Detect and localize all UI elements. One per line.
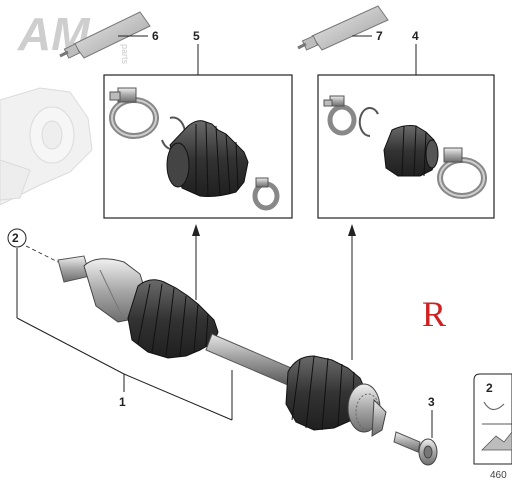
drive-shaft-assembly-1 xyxy=(57,255,387,437)
grease-tube-6 xyxy=(59,11,151,59)
callout-6: 6 xyxy=(152,29,159,43)
watermark-logo: AM parts xyxy=(17,8,130,65)
repair-kit-4-parts xyxy=(323,95,487,199)
callout-7: 7 xyxy=(376,29,383,43)
callout-2: 2 xyxy=(12,231,19,245)
legend-number: 2 xyxy=(486,381,493,395)
pointer-arrow-to-box-5 xyxy=(192,224,200,300)
callout-3: 3 xyxy=(428,395,435,409)
repair-kit-box-5 xyxy=(103,74,293,219)
transmission-housing-ghost xyxy=(0,87,93,206)
callout-1-bracket xyxy=(16,317,233,421)
legend-box: 2 xyxy=(473,373,512,465)
callout-2-badge: 2 xyxy=(7,228,27,248)
repair-kit-5-parts xyxy=(109,87,280,211)
leader-line-2-dashed xyxy=(25,245,59,263)
side-marker-r: R xyxy=(422,294,446,334)
callout-1: 1 xyxy=(119,395,126,409)
repair-kit-box-4 xyxy=(317,74,495,219)
callout-5: 5 xyxy=(193,29,200,43)
collar-bolt-3 xyxy=(393,431,438,466)
watermark-logo-subtext: parts xyxy=(120,44,130,65)
callout-4: 4 xyxy=(412,29,419,43)
pointer-arrow-to-box-4 xyxy=(348,224,356,360)
grease-tube-7 xyxy=(297,5,389,51)
diagram-code: 460 xyxy=(490,470,507,480)
